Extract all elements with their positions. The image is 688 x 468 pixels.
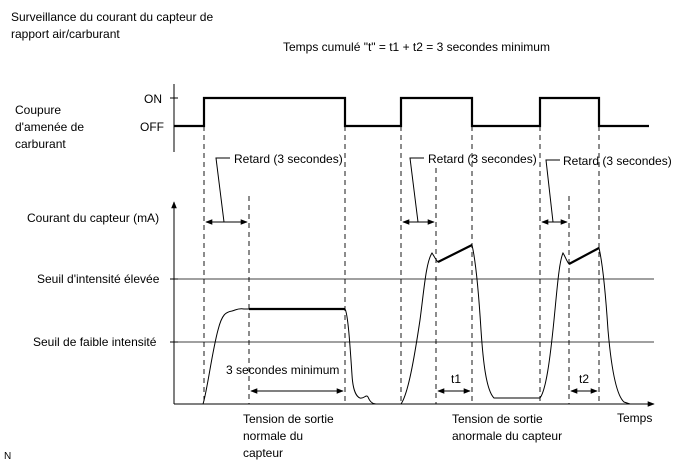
abnormal-output-line1: Tension de sortie [452, 412, 543, 426]
abnormal-output-line2: anormale du capteur [452, 429, 562, 443]
high-threshold-label: Seuil d'intensité élevée [37, 272, 160, 286]
abnormal-current-curve-1 [400, 244, 540, 405]
delay-leader [409, 157, 424, 223]
corner-mark: N [4, 451, 11, 462]
normal-output-line3: capteur [243, 446, 283, 460]
fuel-cut-label-line3: carburant [15, 137, 66, 151]
min-duration-label: 3 secondes minimum [226, 363, 339, 377]
sensor-current-label: Courant du capteur (mA) [27, 211, 159, 225]
t1-label: t1 [451, 372, 461, 386]
delay-leader [215, 157, 230, 223]
delay-label-1: Retard (3 secondes) [234, 152, 343, 166]
delay-label-3: Retard (3 secondes) [563, 154, 672, 168]
fuel-cut-off-label: OFF [140, 120, 164, 134]
diagram-title-line2: rapport air/carburant [11, 27, 120, 41]
fuel-cut-signal [174, 96, 649, 128]
low-threshold-label: Seuil de faible intensité [33, 335, 157, 349]
abnormal-current-rise-1 [437, 244, 473, 263]
fuel-cut-on-label: ON [144, 92, 162, 106]
abnormal-current-curve-2 [539, 247, 631, 405]
normal-current-curve [202, 308, 377, 405]
fuel-cut-label-line2: d'amenée de [15, 120, 84, 134]
time-axis-label: Temps [617, 411, 652, 425]
normal-output-line1: Tension de sortie [243, 412, 334, 426]
fuel-cut-label-line1: Coupure [15, 103, 61, 117]
delay-label-2: Retard (3 secondes) [428, 152, 537, 166]
t2-label: t2 [579, 372, 589, 386]
abnormal-current-rise-2 [568, 247, 600, 265]
diagram-title-line1: Surveillance du courant du capteur de [11, 10, 213, 24]
delay-leader [545, 159, 560, 223]
cumulative-time-note: Temps cumulé "t" = t1 + t2 = 3 secondes … [283, 40, 550, 54]
normal-output-line2: normale du [243, 429, 303, 443]
